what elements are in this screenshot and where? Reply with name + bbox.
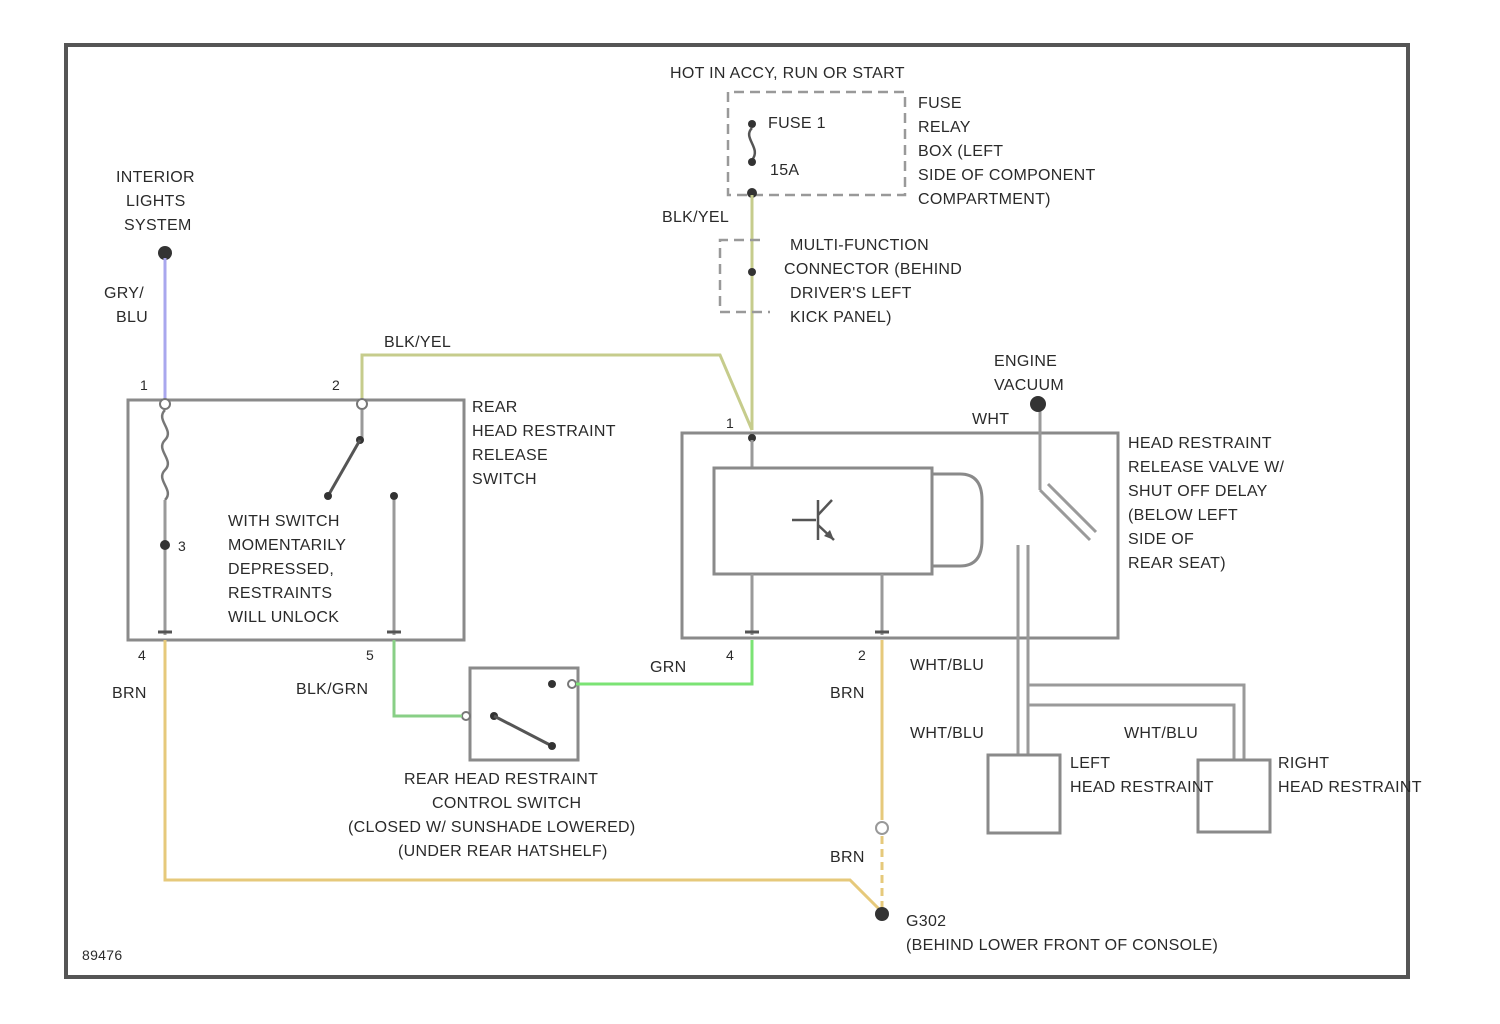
valve-module-cap xyxy=(932,474,982,566)
wht-label: WHT xyxy=(972,411,1009,428)
rear-release-line-2: HEAD RESTRAINT xyxy=(472,423,616,440)
brn-lower-label: BRN xyxy=(830,849,865,866)
switch-coil-icon xyxy=(162,410,168,500)
fuse-icon xyxy=(749,128,755,160)
control-switch-top-node xyxy=(548,680,556,688)
control-switch-terminal-left xyxy=(462,712,470,720)
control-switch-line-1: REAR HEAD RESTRAINT xyxy=(404,771,598,788)
gry-blu-line-2: BLU xyxy=(116,309,148,326)
multifunction-node xyxy=(748,268,756,276)
switch-terminal-1 xyxy=(160,399,170,409)
fuse-relay-box-line-2: RELAY xyxy=(918,119,971,136)
rear-release-line-3: RELEASE xyxy=(472,447,548,464)
fuse-relay-box-line-4: SIDE OF COMPONENT xyxy=(918,167,1096,184)
multifunction-line-3: DRIVER'S LEFT xyxy=(790,285,912,302)
vacuum-valve-lever xyxy=(1040,490,1090,540)
switch-note-line-4: RESTRAINTS xyxy=(228,585,332,602)
fuse-relay-box-line-3: BOX (LEFT xyxy=(918,143,1003,160)
control-switch-box xyxy=(470,668,578,760)
switch-pin3-node xyxy=(160,540,170,550)
left-head-restraint-box xyxy=(988,755,1060,833)
engine-vacuum-line-1: ENGINE xyxy=(994,353,1057,370)
fuse-amp-label: 15A xyxy=(770,162,799,179)
vacuum-valve-lever-2 xyxy=(1048,484,1096,532)
wht-blu-1-label: WHT/BLU xyxy=(910,657,984,674)
vacuum-hose-right-a xyxy=(1028,685,1244,760)
brn-left-label: BRN xyxy=(112,685,147,702)
fuse-bottom-node xyxy=(748,158,756,166)
valve-pin-2: 2 xyxy=(858,647,866,663)
switch-pin-5: 5 xyxy=(366,647,374,663)
switch-note-line-5: WILL UNLOCK xyxy=(228,609,339,626)
grn-label: GRN xyxy=(650,659,686,676)
switch-pin-3: 3 xyxy=(178,538,186,554)
hot-in-label: HOT IN ACCY, RUN OR START xyxy=(670,65,905,82)
interior-lights-line-3: SYSTEM xyxy=(124,217,192,234)
valve-line-1: HEAD RESTRAINT xyxy=(1128,435,1272,452)
blk-yel-top-label: BLK/YEL xyxy=(662,209,729,226)
engine-vacuum-node xyxy=(1030,396,1046,412)
valve-module-box xyxy=(714,468,932,574)
left-restraint-line-2: HEAD RESTRAINT xyxy=(1070,779,1214,796)
rear-release-line-4: SWITCH xyxy=(472,471,537,488)
multifunction-connector-outline xyxy=(720,240,770,312)
valve-pin-4: 4 xyxy=(726,647,734,663)
control-switch-terminal-right xyxy=(568,680,576,688)
wht-blu-2-label: WHT/BLU xyxy=(910,725,984,742)
gry-blu-line-1: GRY/ xyxy=(104,285,144,302)
fuse-relay-box-line-5: COMPARTMENT) xyxy=(918,191,1051,208)
valve-line-6: REAR SEAT) xyxy=(1128,555,1226,572)
transistor-collector xyxy=(818,500,832,515)
fuse-box-outline xyxy=(728,92,905,195)
valve-line-3: SHUT OFF DELAY xyxy=(1128,483,1268,500)
control-switch-line-4: (UNDER REAR HATSHELF) xyxy=(398,843,608,860)
valve-line-2: RELEASE VALVE W/ xyxy=(1128,459,1285,476)
right-restraint-line-1: RIGHT xyxy=(1278,755,1329,772)
rear-release-line-1: REAR xyxy=(472,399,518,416)
fuse-relay-box-line-1: FUSE xyxy=(918,95,962,112)
multifunction-line-1: MULTI-FUNCTION xyxy=(790,237,929,254)
multifunction-line-2: CONNECTOR (BEHIND xyxy=(784,261,962,278)
wht-blu-3-label: WHT/BLU xyxy=(1124,725,1198,742)
release-valve-box xyxy=(682,433,1118,638)
fuse-label: FUSE 1 xyxy=(768,115,826,132)
ground-line-2: (BEHIND LOWER FRONT OF CONSOLE) xyxy=(906,937,1218,954)
control-switch-line-2: CONTROL SWITCH xyxy=(432,795,581,812)
blk-grn-label: BLK/GRN xyxy=(296,681,368,698)
right-head-restraint-box xyxy=(1198,760,1270,832)
switch-pin-1: 1 xyxy=(140,377,148,393)
engine-vacuum-line-2: VACUUM xyxy=(994,377,1064,394)
switch-arm xyxy=(328,440,360,496)
right-restraint-line-2: HEAD RESTRAINT xyxy=(1278,779,1422,796)
switch-contact-node xyxy=(390,492,398,500)
interior-lights-line-1: INTERIOR xyxy=(116,169,195,186)
wire-blk-yel-mid xyxy=(362,355,752,430)
ground-line-1: G302 xyxy=(906,913,946,930)
switch-pin-4: 4 xyxy=(138,647,146,663)
brn-right-label: BRN xyxy=(830,685,865,702)
left-restraint-line-1: LEFT xyxy=(1070,755,1110,772)
ground-node-icon xyxy=(875,907,889,921)
blk-yel-mid-label: BLK/YEL xyxy=(384,334,451,351)
valve-line-5: SIDE OF xyxy=(1128,531,1194,548)
switch-note-line-3: DEPRESSED, xyxy=(228,561,334,578)
control-switch-line-3: (CLOSED W/ SUNSHADE LOWERED) xyxy=(348,819,636,836)
interior-lights-line-2: LIGHTS xyxy=(126,193,186,210)
multifunction-line-4: KICK PANEL) xyxy=(790,309,892,326)
switch-arm-end xyxy=(324,492,332,500)
switch-terminal-2 xyxy=(357,399,367,409)
control-switch-arm xyxy=(494,716,552,746)
switch-pin-2: 2 xyxy=(332,377,340,393)
interior-lights-node xyxy=(158,246,172,260)
switch-note-line-1: WITH SWITCH xyxy=(228,513,340,530)
valve-line-4: (BELOW LEFT xyxy=(1128,507,1238,524)
fuse-top-node xyxy=(748,120,756,128)
figure-id: 89476 xyxy=(82,947,122,963)
brn-splice-icon xyxy=(876,822,888,834)
wire-blk-grn xyxy=(394,640,462,716)
switch-note-line-2: MOMENTARILY xyxy=(228,537,346,554)
control-switch-arm-end xyxy=(548,742,556,750)
valve-pin-1: 1 xyxy=(726,415,734,431)
